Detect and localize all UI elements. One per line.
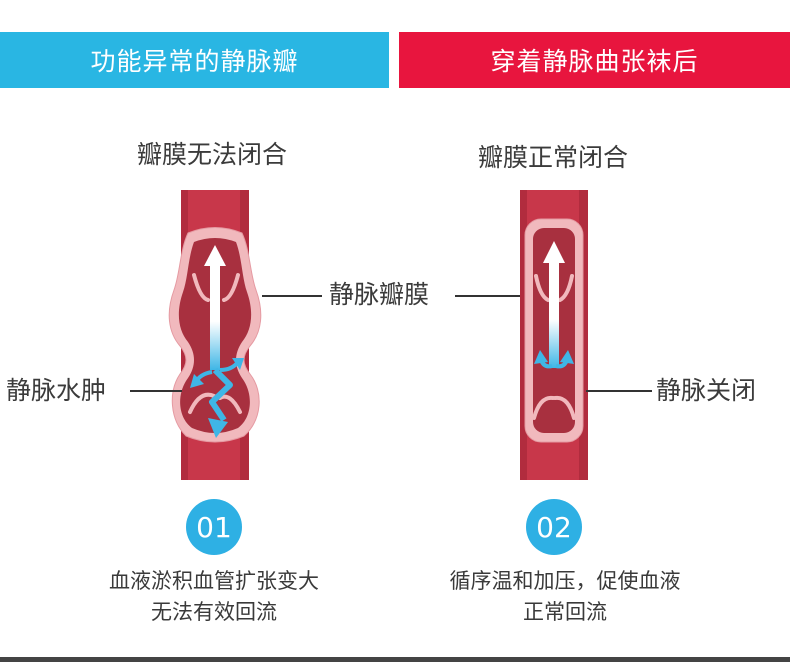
callout-vein-closed: 静脉关闭 xyxy=(656,376,757,405)
step-badge-02: 02 xyxy=(526,499,582,555)
step-caption-02: 循序温和加压，促使血液 正常回流 xyxy=(420,566,710,628)
banner-left-label: 功能异常的静脉瓣 xyxy=(90,47,299,76)
step-caption-01-line2: 无法有效回流 xyxy=(151,600,277,624)
banner-malfunctioning-valve: 功能异常的静脉瓣 xyxy=(0,32,389,88)
step-badge-01: 01 xyxy=(186,499,242,555)
normal-flow-arrows xyxy=(534,241,574,369)
callout-vein-swelling: 静脉水肿 xyxy=(6,376,107,405)
step-caption-01-line1: 血液淤积血管扩张变大 xyxy=(109,569,319,593)
banner-after-stockings: 穿着静脉曲张袜后 xyxy=(399,32,790,88)
bottom-divider xyxy=(0,657,790,662)
title-valve-cannot-close: 瓣膜无法闭合 xyxy=(137,140,288,169)
step-caption-02-line1: 循序温和加压，促使血液 xyxy=(449,569,681,593)
leader-line-swelling xyxy=(130,390,182,392)
step-caption-01: 血液淤积血管扩张变大 无法有效回流 xyxy=(84,566,344,628)
leader-line-valve-left xyxy=(262,295,322,297)
broken-flow-arrows xyxy=(190,245,244,438)
title-valve-closes-normally: 瓣膜正常闭合 xyxy=(478,143,629,172)
callout-vein-valve: 静脉瓣膜 xyxy=(329,280,430,309)
leader-line-valve-right xyxy=(455,295,520,297)
banner-right-label: 穿着静脉曲张袜后 xyxy=(490,47,699,76)
step-caption-02-line2: 正常回流 xyxy=(523,600,607,624)
leader-line-closed xyxy=(586,390,652,392)
